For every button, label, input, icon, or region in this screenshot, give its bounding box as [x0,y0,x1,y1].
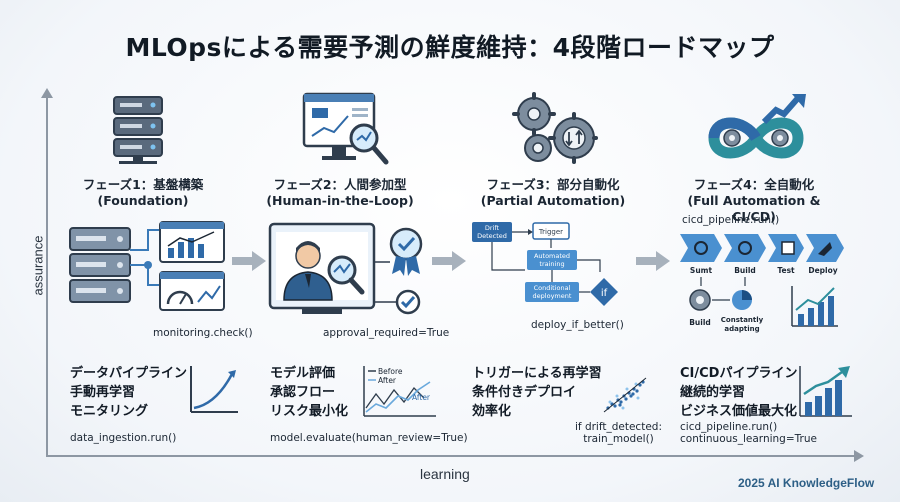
phase-4-call: cicd_pipeline.run() [682,214,780,226]
phase-2-feature: モデル評価 [270,366,336,381]
loop-adapting-1: Constantly [721,316,764,324]
phase-1-name: フェーズ1：基盤構築 [82,177,204,192]
phase-1-growth-chart-icon [188,364,240,420]
phase-2-features: モデル評価 承認フロー リスク最小化 [270,364,348,421]
phase-4-code-line: continuous_learning=True [680,433,817,445]
phase-4-features: CI/CDパイプライン 継続的学習 ビジネス価値最大化 [680,364,797,421]
phase-3-code-line: train_model() [583,433,654,445]
phase-4-feature: CI/CDパイプライン [680,366,798,381]
phase-1-call: monitoring.check() [153,327,253,339]
phase-3-code-line: if drift_detected: [575,421,662,433]
loop-adapting-2: adapting [724,325,759,333]
phase-3-feature: 条件付きデプロイ [472,385,577,400]
flow-training-2: training [539,260,564,268]
phase-2-code: model.evaluate(human_review=True) [270,432,468,444]
phase-2-title: フェーズ2：人間参加型 (Human-in-the-Loop) [265,177,415,209]
person-icon [283,241,333,301]
y-axis [46,95,48,455]
phase-3-name: フェーズ3：部分自動化 [486,177,620,192]
phase-1-monitoring-diagram [68,220,228,329]
y-axis-label: assurance [30,235,46,296]
phase-2-call: approval_required=True [323,327,450,339]
legend-before: Before [378,367,403,376]
legend-after: After [378,376,397,385]
arrow-2-to-3-icon [432,248,466,278]
gauge-window-icon [159,271,225,311]
phase-3-call: deploy_if_better() [531,319,624,331]
arrow-1-to-2-icon [232,248,266,278]
infinity-loop-icon [704,92,808,174]
phase-1-title: フェーズ1：基盤構築 (Foundation) [68,177,218,209]
phase-3-subtitle: (Partial Automation) [480,193,626,208]
flow-drift-1: Drift [485,224,500,232]
cicd-pipeline-diagram: Sumt Build Test Deploy Build Constantly … [678,230,848,344]
phase-3-feature: トリガーによる再学習 [472,366,602,381]
pipeline-stage-deploy: Deploy [808,266,837,275]
pipeline-stage-build: Build [734,266,756,275]
loop-build: Build [689,318,711,327]
phase-2-review-diagram [268,222,438,330]
page-title: MLOpsによる需要予測の鮮度維持：4段階ロードマップ [125,33,775,62]
phase-1-feature: モニタリング [70,404,149,419]
phase-4-code-line: cicd_pipeline.run() [680,421,778,433]
flow-trigger: Trigger [538,228,563,236]
phase-1-subtitle: (Foundation) [97,193,189,208]
phase-4-subtitle: (Full Automation & CI/CD) [687,193,821,224]
phase-4-name: フェーズ4：全自動化 [693,177,815,192]
gears-icon [508,92,598,174]
phase-3-flowchart: Drift Detected Trigger Automated trainin… [470,220,630,324]
phase-1-feature: 手動再学習 [70,385,136,400]
y-axis-arrow [41,88,53,98]
flow-drift-2: Detected [477,232,507,240]
scatter-plot-icon [600,372,650,420]
x-axis [46,455,856,457]
phase-3-title: フェーズ3：部分自動化 (Partial Automation) [478,177,628,209]
phase-2-name: フェーズ2：人間参加型 [273,177,407,192]
phase-1-feature: データパイプライン [70,366,188,381]
check-circle-icon [395,289,421,315]
before-after-chart-icon: Before After After [362,364,438,424]
pipeline-stage-test: Test [777,266,795,275]
phase-4-title: フェーズ4：全自動化 (Full Automation & CI/CD) [668,177,840,225]
phase-4-bar-growth-icon [798,364,854,422]
flow-if: if [601,288,608,299]
analytics-magnifier-icon [302,92,390,172]
phase-2-feature: 承認フロー [270,385,336,400]
x-axis-label: learning [420,466,470,482]
server-icon [113,96,163,168]
phase-4-feature: ビジネス価値最大化 [680,404,798,419]
phase-3-features: トリガーによる再学習 条件付きデプロイ 効率化 [472,364,602,421]
flow-deploy-1: Conditional [534,284,571,292]
legend-after-2: After [412,393,431,402]
phase-1-code: data_ingestion.run() [70,432,177,444]
phase-4-code: cicd_pipeline.run() continuous_learning=… [680,421,817,445]
x-axis-arrow [854,450,864,462]
award-badge-icon [389,227,423,276]
arrow-3-to-4-icon [636,248,670,278]
flow-deploy-2: deployment [533,292,572,300]
flow-training-1: Automated [534,252,570,260]
phase-4-feature: 継続的学習 [680,385,746,400]
pipeline-stage-sumt: Sumt [690,266,713,275]
phase-3-feature: 効率化 [472,404,512,419]
server-rack-icon [69,227,131,303]
pipeline-stages [680,234,844,262]
credit: 2025 AI KnowledgeFlow [738,476,875,490]
phase-2-feature: リスク最小化 [270,404,349,419]
chart-window-icon [159,221,225,263]
phase-2-subtitle: (Human-in-the-Loop) [266,193,414,208]
phase-3-code: if drift_detected: train_model() [575,421,662,445]
phase-1-features: データパイプライン 手動再学習 モニタリング [70,364,187,421]
